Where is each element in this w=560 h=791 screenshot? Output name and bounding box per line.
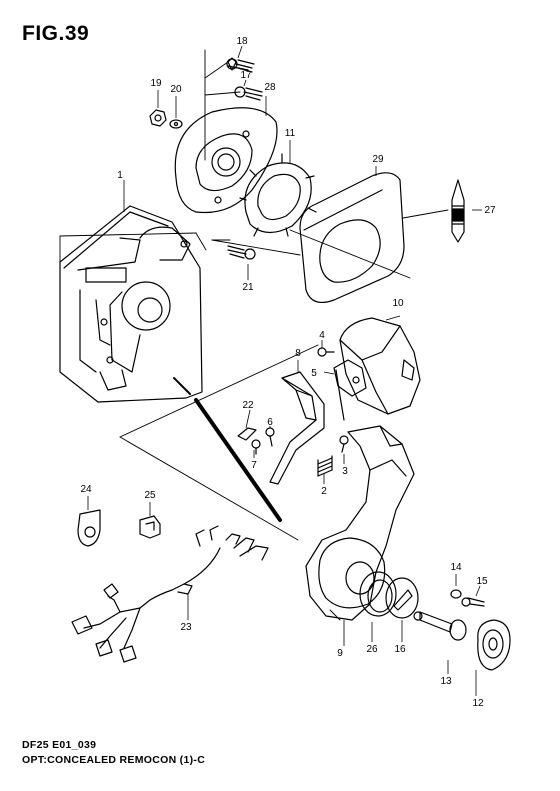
- lock-piece: [333, 359, 367, 421]
- lever-cover: [339, 317, 421, 415]
- callout-14: 14: [450, 562, 462, 573]
- callout-20: 20: [170, 84, 182, 95]
- callout-3: 3: [342, 466, 348, 477]
- callout-15: 15: [476, 576, 488, 587]
- callout-2: 2: [321, 486, 327, 497]
- callout-labels: 1 2 3 4 5 6 7 8 9 10 11 12 13 14 15 16 1…: [80, 36, 496, 709]
- back-plate: [174, 107, 278, 214]
- handle-shaft: [413, 611, 467, 641]
- spring: [317, 455, 333, 477]
- remote-control-box: [59, 205, 203, 403]
- callout-13: 13: [440, 676, 452, 687]
- callout-17: 17: [240, 70, 252, 81]
- callout-24: 24: [80, 484, 92, 495]
- small-fasteners: [237, 347, 349, 455]
- callout-28: 28: [264, 82, 276, 93]
- cable-clamp-25: [139, 515, 161, 539]
- callout-23: 23: [180, 622, 192, 633]
- callout-25: 25: [144, 490, 156, 501]
- callout-6: 6: [267, 417, 273, 428]
- knob-cap: [477, 619, 511, 671]
- callout-4: 4: [319, 330, 325, 341]
- figure-caption: OPT:CONCEALED REMOCON (1)-C: [22, 754, 206, 766]
- gasket-frame: [299, 172, 405, 303]
- control-cable-line: [194, 398, 282, 522]
- cable-clip-24: [77, 509, 101, 547]
- callout-11: 11: [285, 128, 296, 139]
- lever-arm: [269, 371, 325, 485]
- callout-26: 26: [366, 644, 378, 655]
- callout-29: 29: [372, 154, 384, 165]
- label-strip: [451, 179, 465, 243]
- callout-12: 12: [472, 698, 484, 709]
- callout-19: 19: [150, 78, 162, 89]
- assembly-guide-lines: [59, 49, 449, 621]
- seal-ring: [359, 571, 397, 617]
- callout-leaders: [87, 45, 481, 696]
- callout-18: 18: [236, 36, 248, 47]
- callout-1: 1: [117, 170, 123, 181]
- callout-8: 8: [295, 348, 301, 359]
- nut-and-washer: [149, 109, 183, 129]
- callout-27: 27: [484, 205, 496, 216]
- callout-10: 10: [392, 298, 404, 309]
- lock-plate: [385, 577, 419, 619]
- callout-5: 5: [311, 368, 317, 379]
- retainer-ring: [239, 153, 317, 237]
- figure-code: DF25 E01_039: [22, 739, 97, 751]
- figure-title: FIG.39: [22, 22, 90, 45]
- callout-21: 21: [242, 282, 254, 293]
- washer-and-bolt: [450, 589, 485, 607]
- callout-9: 9: [337, 648, 343, 659]
- wiring-harness: [71, 525, 269, 663]
- callout-16: 16: [394, 644, 406, 655]
- callout-22: 22: [242, 400, 254, 411]
- screws-upper: [226, 57, 263, 260]
- callout-7: 7: [251, 460, 257, 471]
